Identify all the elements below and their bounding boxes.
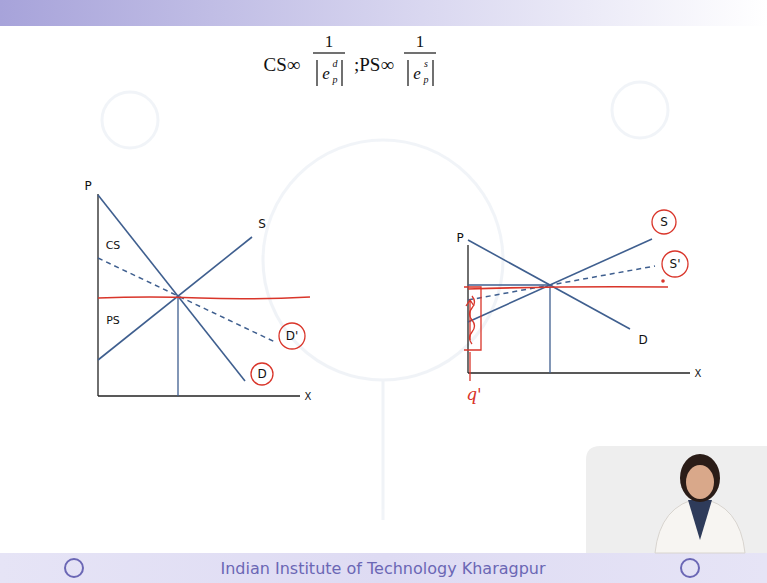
axis-label: P	[84, 180, 91, 192]
abs-bar	[407, 60, 408, 86]
label-anchor: P	[456, 232, 463, 244]
formula-subscript: p	[424, 75, 429, 85]
x-axis	[98, 395, 300, 396]
label-anchor: X	[305, 392, 312, 402]
footer-text: Indian Institute of Technology Kharagpur	[220, 561, 545, 577]
curve-label: S	[660, 216, 668, 228]
label-anchor: P	[84, 180, 91, 192]
equilibrium-drop	[177, 296, 178, 396]
fraction-bar	[404, 52, 436, 53]
equilibrium-drop	[549, 285, 550, 373]
curve-label: D'	[286, 330, 299, 342]
footer-band	[0, 553, 767, 583]
curve-label: S'	[670, 258, 681, 270]
area-label: CS	[106, 240, 121, 251]
label-anchor: d	[333, 59, 338, 69]
watermark-gear	[102, 92, 158, 148]
formula-term: ;PS∞	[354, 55, 394, 74]
label-anchor: CS	[106, 240, 121, 251]
marker-circle	[662, 251, 688, 277]
axis-label: P	[456, 232, 463, 244]
watermark-trunk	[382, 380, 385, 520]
label-anchor: CS∞	[264, 55, 301, 74]
label-anchor: e	[413, 65, 421, 82]
y-axis	[97, 194, 98, 396]
watermark	[102, 82, 668, 520]
formula-superscript: s	[424, 59, 428, 69]
graph-right	[464, 210, 690, 381]
label-anchor: 1	[325, 33, 334, 50]
watermark-atom	[612, 82, 668, 138]
label-anchor: p	[424, 75, 429, 85]
abs-bar	[432, 60, 433, 86]
formula-strokes	[313, 53, 436, 86]
formula-subscript: p	[333, 75, 338, 85]
marker-circle	[279, 323, 305, 349]
label-anchor: ;PS∞	[354, 55, 394, 74]
axis-label: X	[695, 369, 702, 379]
presenter-video	[586, 446, 767, 553]
presenter-face	[686, 465, 714, 499]
marker-circle	[251, 363, 273, 385]
y-axis	[467, 245, 468, 373]
footer-logo	[65, 559, 83, 577]
label-anchor: D	[638, 334, 647, 346]
video-frame	[586, 446, 767, 553]
abs-bar	[316, 60, 317, 86]
label-anchor: S	[660, 216, 668, 228]
leader-line	[469, 352, 470, 381]
demand-curve-dashed	[98, 258, 275, 342]
footer-logo	[681, 559, 699, 577]
bracket	[464, 287, 481, 350]
presenter-top	[688, 500, 712, 540]
equilibrium-price	[468, 284, 550, 285]
label-anchor: p	[333, 75, 338, 85]
formula-symbol: e	[322, 65, 330, 82]
label-anchor: q'	[466, 386, 482, 403]
label-anchor: Indian Institute of Technology Kharagpur	[220, 561, 545, 577]
curve-label: D	[638, 334, 647, 346]
axis-label: X	[305, 392, 312, 402]
handwritten-label: q'	[466, 386, 482, 403]
x-axis	[468, 372, 690, 373]
formula-superscript: d	[333, 59, 338, 69]
label-anchor: s	[424, 59, 428, 69]
presenter-blazer	[655, 498, 745, 553]
graph-left	[98, 194, 310, 396]
demand-curve	[98, 195, 245, 381]
demand-curve	[468, 240, 630, 329]
price-line	[98, 297, 310, 299]
supply-curve-dashed	[468, 266, 655, 300]
red-dot	[661, 279, 665, 283]
label-anchor: X	[695, 369, 702, 379]
marker-circle	[652, 210, 676, 234]
label-anchor: e	[322, 65, 330, 82]
label-anchor: D	[257, 368, 266, 380]
fraction-bar	[313, 52, 345, 53]
curve-label: D	[257, 368, 266, 380]
formula-term: CS∞	[264, 55, 301, 74]
formula-numerator: 1	[416, 33, 425, 50]
red-arrow	[466, 300, 474, 340]
header-band	[0, 0, 767, 26]
label-anchor: S'	[670, 258, 681, 270]
watermark-ring	[263, 140, 503, 380]
label-anchor: S	[258, 218, 266, 230]
abs-bar	[341, 60, 342, 86]
label-anchor: PS	[106, 315, 120, 326]
label-anchor: 1	[416, 33, 425, 50]
formula-symbol: e	[413, 65, 421, 82]
presenter-hair	[680, 454, 720, 502]
supply-curve	[468, 239, 652, 322]
label-anchor: D'	[286, 330, 299, 342]
price-line	[468, 287, 668, 289]
formula-numerator: 1	[325, 33, 334, 50]
area-label: PS	[106, 315, 120, 326]
curve-label: S	[258, 218, 266, 230]
